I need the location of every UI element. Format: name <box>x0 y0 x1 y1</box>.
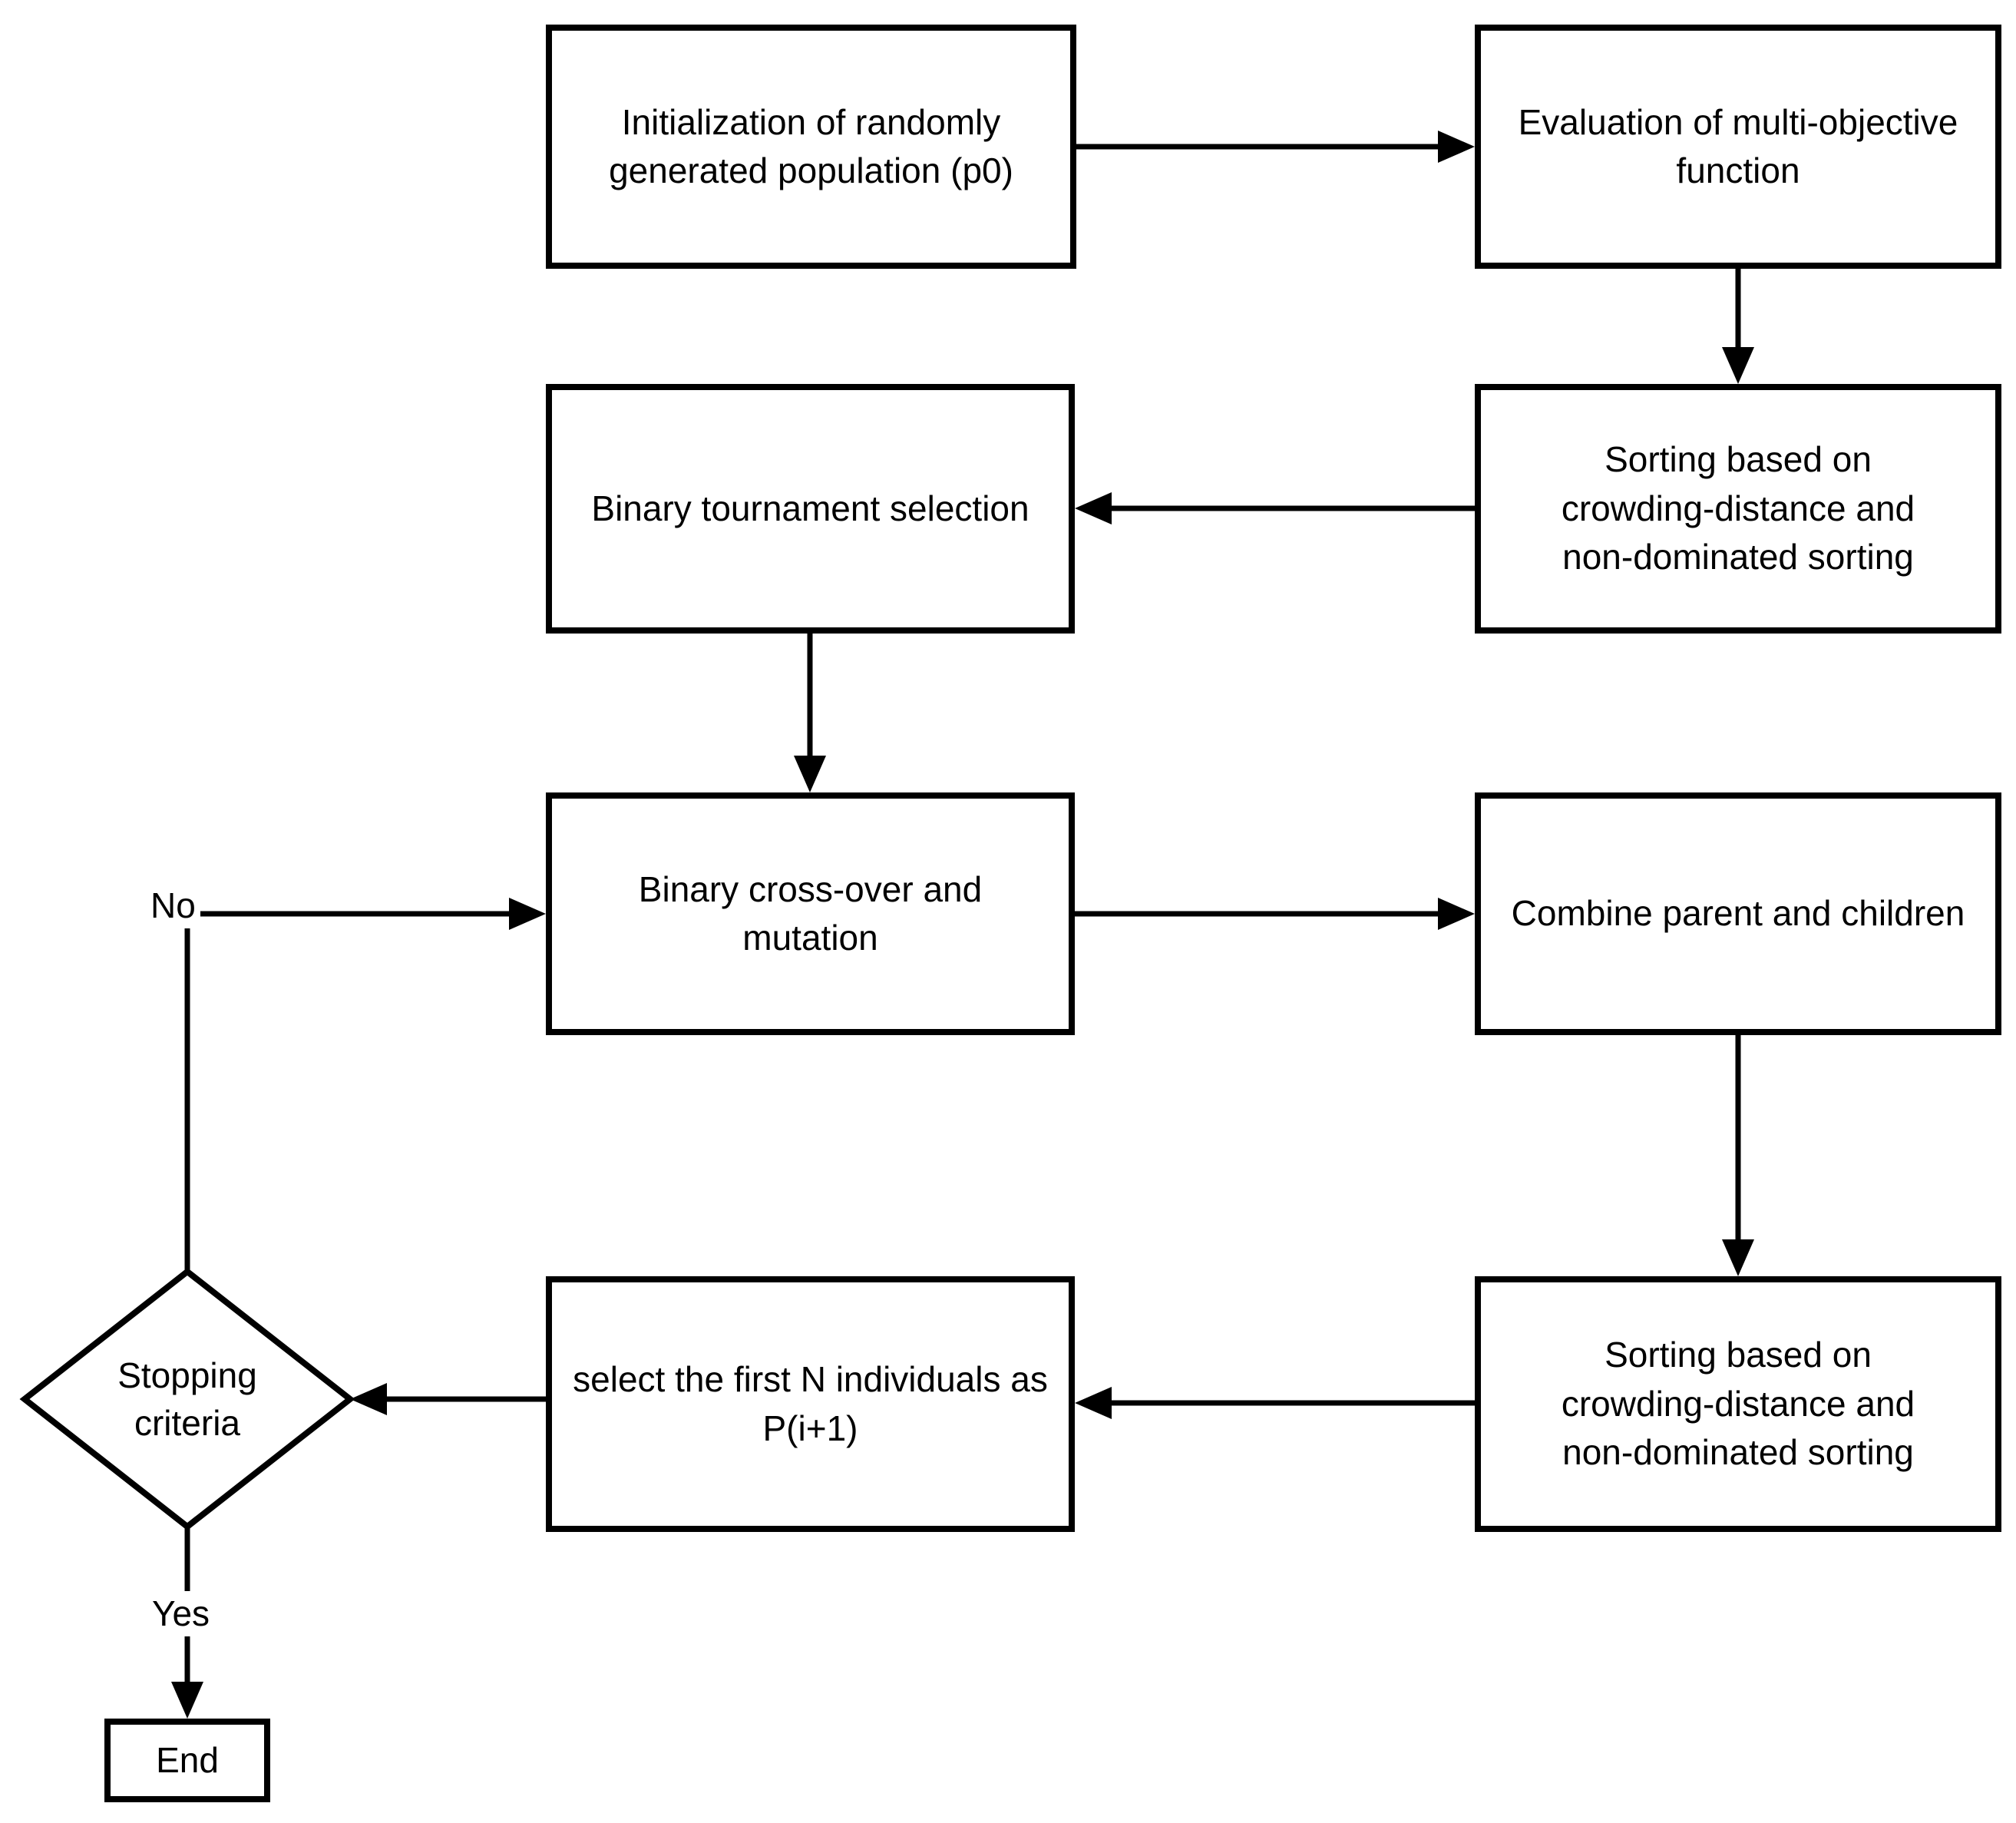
arrowhead-select-to-stopping <box>350 1383 387 1415</box>
node-end-label: End <box>156 1739 219 1780</box>
node-end: End <box>104 1719 270 1802</box>
arrowhead-crossover-to-combine <box>1438 898 1475 930</box>
node-combine-parent-children: Combine parent and children <box>1475 792 2001 1035</box>
node-select-first-n: select the first N individuals as P(i+1) <box>546 1276 1075 1532</box>
stopping-criteria-text: Stopping criteria <box>117 1355 257 1443</box>
edge-label-no-text: No <box>150 885 196 925</box>
arrowhead-sort1-to-tournament <box>1075 492 1112 524</box>
edge-label-yes: Yes <box>147 1591 215 1637</box>
arrowhead-stopping-yes-to-end <box>171 1682 203 1719</box>
node-evaluation-label: Evaluation of multi-objective function <box>1518 101 1958 190</box>
stopping-criteria-diamond <box>19 1267 355 1531</box>
edge-label-no: No <box>146 883 200 929</box>
node-initialization-label: Initialization of randomly generated pop… <box>609 101 1013 190</box>
arrowhead-stopping-no-to-crossover <box>509 898 546 930</box>
node-sorting-1: Sorting based on crowding-distance and n… <box>1475 384 2001 634</box>
edge-label-yes-text: Yes <box>152 1593 210 1633</box>
node-select-first-n-label: select the first N individuals as P(i+1) <box>573 1359 1048 1448</box>
node-binary-tournament: Binary tournament selection <box>546 384 1075 634</box>
node-initialization: Initialization of randomly generated pop… <box>546 25 1076 269</box>
node-combine-parent-children-label: Combine parent and children <box>1511 893 1965 934</box>
arrowhead-combine-to-sort2 <box>1722 1239 1754 1276</box>
node-sorting-1-label: Sorting based on crowding-distance and n… <box>1561 439 1915 577</box>
arrowhead-init-to-eval <box>1438 131 1475 163</box>
node-sorting-2-label: Sorting based on crowding-distance and n… <box>1561 1335 1915 1473</box>
node-crossover-mutation: Binary cross-over and mutation <box>546 792 1075 1035</box>
arrowhead-tournament-to-crossover <box>794 756 826 792</box>
node-evaluation: Evaluation of multi-objective function <box>1475 25 2001 269</box>
node-binary-tournament-label: Binary tournament selection <box>591 488 1029 528</box>
node-stopping-criteria-label: Stopping criteria <box>25 1272 350 1527</box>
arrowhead-sort2-to-select <box>1075 1387 1112 1419</box>
arrowhead-eval-to-sort1 <box>1722 347 1754 384</box>
edge-stopping-no-to-crossover <box>184 911 509 1272</box>
node-sorting-2: Sorting based on crowding-distance and n… <box>1475 1276 2001 1532</box>
node-crossover-mutation-label: Binary cross-over and mutation <box>638 868 983 958</box>
